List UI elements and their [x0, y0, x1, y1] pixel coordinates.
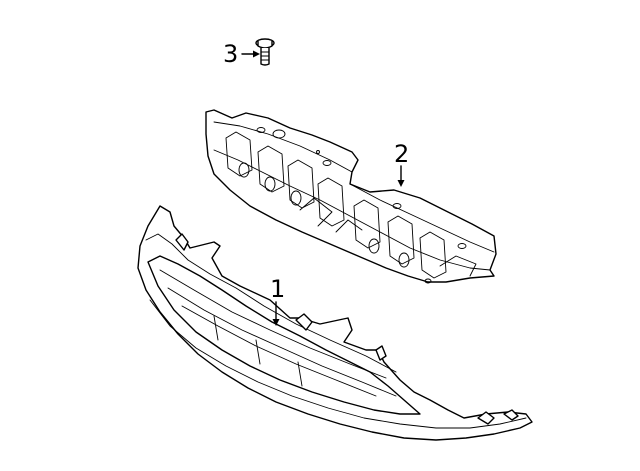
- callout-2: 2: [394, 140, 409, 187]
- grille-part: [137, 205, 533, 441]
- callout-2-label: 2: [394, 140, 409, 168]
- callout-1: 1: [270, 275, 285, 326]
- callout-1-label: 1: [270, 275, 285, 303]
- callout-3: 3: [223, 40, 260, 68]
- callout-1-arrowhead: [272, 319, 280, 326]
- support-bracket-part: [205, 109, 497, 284]
- bolt-part: [255, 38, 275, 66]
- callout-3-arrowhead: [253, 50, 260, 58]
- callout-3-label: 3: [223, 40, 238, 68]
- callout-2-arrowhead: [397, 180, 405, 187]
